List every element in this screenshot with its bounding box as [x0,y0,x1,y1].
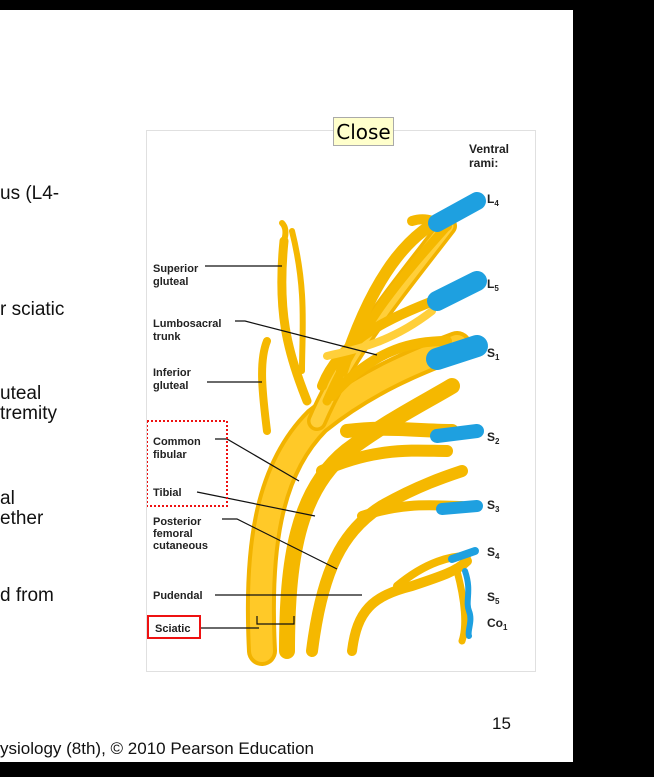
label-sciatic: Sciatic [155,623,190,635]
label-posterior-1: Posterior [153,516,202,528]
bullet-text-2: r sciatic [0,299,65,320]
label-posterior-2: femoral [153,528,193,540]
label-tibial: Tibial [153,487,182,499]
label-common-fibular-1: Common [153,436,201,448]
rami-label-l4: L4 [487,192,499,208]
sacral-plexus-figure: Ventral rami: L4 L5 S1 S2 S3 S4 S5 Co1 [146,130,536,672]
rami-header-line2: rami: [469,156,498,170]
leader-lines [196,265,378,629]
rami-labels: L4 L5 S1 S2 S3 S4 S5 Co1 [487,192,508,632]
rami-label-l5: L5 [487,277,499,293]
rami-label-s4: S4 [487,545,500,561]
nerve-labels: Superior gluteal Lumbosacral trunk Infer… [153,263,221,635]
close-button[interactable]: Close [333,117,394,146]
bullet-text-1: us (L4- [0,183,60,204]
label-inferior-gluteal-1: Inferior [153,367,192,379]
label-pudendal: Pudendal [153,590,203,602]
ventral-rami [426,192,488,639]
label-lumbosacral-2: trunk [153,331,181,343]
bullet-text-4: tremity [0,403,57,424]
label-superior-gluteal-1: Superior [153,263,199,275]
bullet-text-3: uteal [0,383,42,404]
highlight-box-fibular-tibial [146,420,228,507]
rami-label-co1: Co1 [487,616,508,632]
rami-label-s3: S3 [487,498,500,514]
rami-label-s2: S2 [487,430,500,446]
label-inferior-gluteal-2: gluteal [153,380,188,392]
label-common-fibular-2: fibular [153,449,187,461]
label-posterior-3: cutaneous [153,540,208,552]
slide-footer-citation: ysiology (8th), © 2010 Pearson Education [0,739,314,758]
page-number: 15 [492,714,511,733]
bullet-text-6: ether [0,508,44,529]
label-superior-gluteal-2: gluteal [153,276,188,288]
highlight-box-sciatic [147,615,201,639]
rami-header-line1: Ventral [469,142,509,156]
bullet-text-7: d from [0,585,54,606]
bullet-text-5: al [0,488,15,509]
sciatic-trunk [245,331,472,666]
rami-label-s1: S1 [487,346,500,362]
rami-label-s5: S5 [487,590,500,606]
sacral-plexus-diagram: Ventral rami: L4 L5 S1 S2 S3 S4 S5 Co1 [146,142,509,666]
label-lumbosacral-1: Lumbosacral [153,318,221,330]
